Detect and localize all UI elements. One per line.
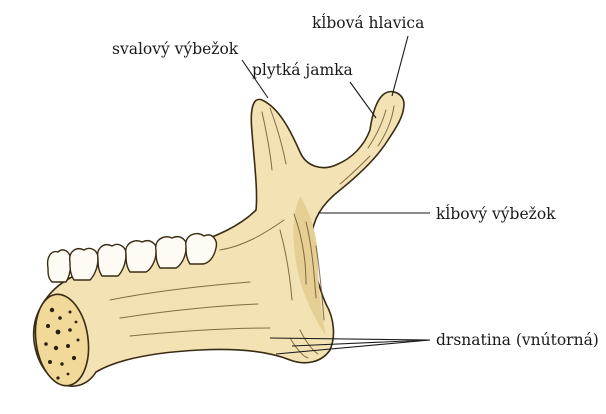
tooth: [126, 241, 157, 272]
label-condylar-process: kĺbový výbežok: [436, 205, 556, 223]
tooth: [156, 237, 187, 268]
leader-condylar-head: [392, 36, 408, 96]
label-tuberosity: drsnatina (vnútorná): [436, 331, 599, 349]
tooth: [48, 250, 71, 282]
label-muscular-process: svalový výbežok: [112, 40, 239, 58]
mandible-illustration: [30, 92, 404, 390]
label-condylar-head: kĺbová hlavica: [312, 14, 424, 32]
tooth: [70, 248, 98, 280]
mandible-bone: [34, 92, 404, 387]
label-shallow-fossa: plytká jamka: [252, 61, 353, 79]
tooth: [98, 244, 126, 276]
leader-shallow-fossa: [350, 82, 376, 118]
